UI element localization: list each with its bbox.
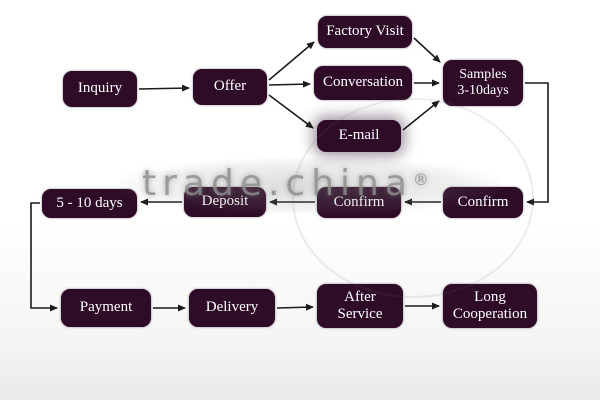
node-5-10-days: 5 - 10 days — [42, 189, 137, 218]
node-inquiry: Inquiry — [63, 71, 137, 107]
node-payment: Payment — [61, 289, 151, 327]
node-confirm-middle: Confirm — [317, 187, 401, 218]
node-email: E-mail — [317, 120, 401, 152]
node-confirm-right: Confirm — [443, 187, 523, 218]
node-deposit: Deposit — [184, 187, 266, 217]
node-after-service: After Service — [317, 284, 403, 328]
node-conversation: Conversation — [314, 66, 412, 100]
node-samples-3-10days: Samples 3-10days — [443, 60, 523, 106]
node-delivery: Delivery — [189, 289, 275, 327]
node-factory-visit: Factory Visit — [318, 16, 412, 48]
node-offer: Offer — [193, 69, 267, 105]
node-long-cooperation: Long Cooperation — [443, 284, 537, 328]
